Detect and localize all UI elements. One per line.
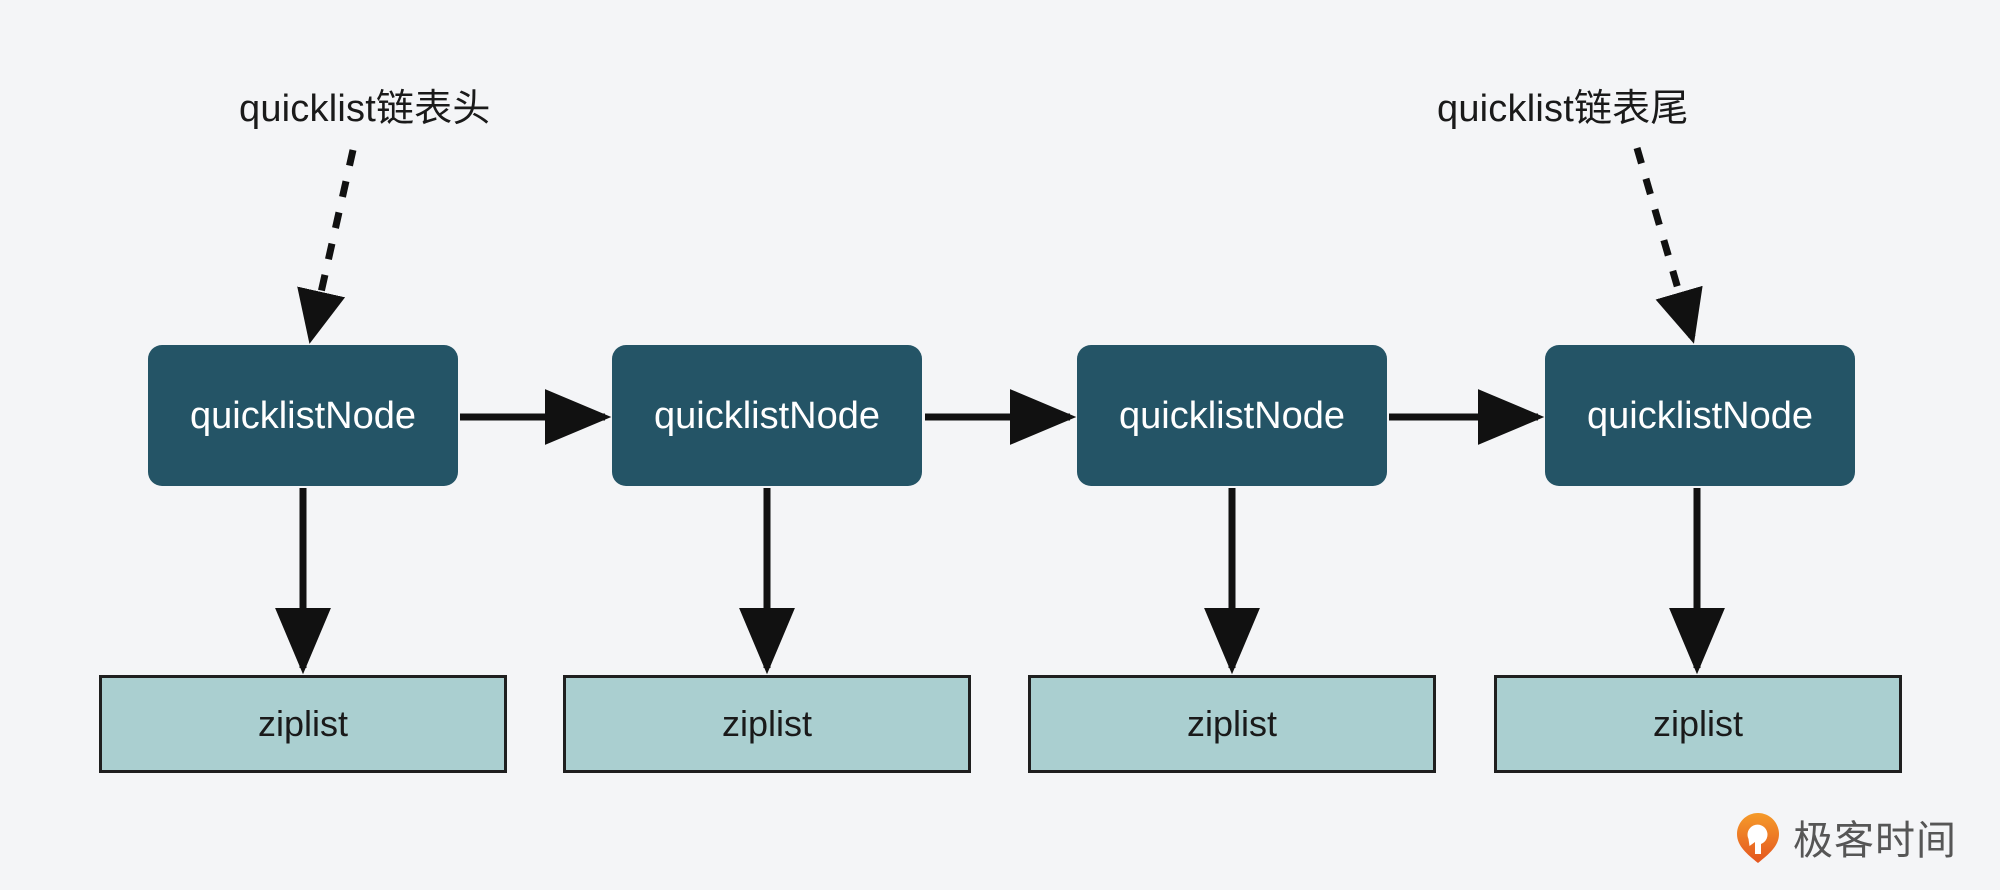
quicklist-node-0: quicklistNode — [148, 345, 458, 486]
watermark: 极客时间 — [1735, 812, 1957, 869]
annotation-label-head: quicklist链表头 — [239, 88, 491, 130]
quicklist-node-3: quicklistNode — [1545, 345, 1855, 486]
quicklist-node-label: quicklistNode — [654, 394, 880, 437]
ziplist-box-2: ziplist — [1028, 675, 1436, 773]
ziplist-label: ziplist — [1652, 703, 1744, 744]
ziplist-box-0: ziplist — [99, 675, 507, 773]
quicklist-node-label: quicklistNode — [190, 394, 416, 437]
ziplist-label: ziplist — [257, 703, 349, 744]
ziplist-label: ziplist — [1186, 703, 1278, 744]
quicklist-node-label: quicklistNode — [1587, 394, 1813, 437]
annotation-label-tail: quicklist链表尾 — [1437, 88, 1689, 130]
quicklist-node-2: quicklistNode — [1077, 345, 1387, 486]
ziplist-label: ziplist — [721, 703, 813, 744]
watermark-text: 极客时间 — [1793, 818, 1957, 863]
quicklist-node-1: quicklistNode — [612, 345, 922, 486]
ziplist-box-1: ziplist — [563, 675, 971, 773]
ziplist-box-3: ziplist — [1494, 675, 1902, 773]
annotation-arrow-head — [297, 149, 357, 344]
quicklist-node-label: quicklistNode — [1119, 394, 1345, 437]
geektime-pin-icon — [1735, 812, 1781, 869]
annotation-arrow-tail — [1633, 147, 1703, 344]
